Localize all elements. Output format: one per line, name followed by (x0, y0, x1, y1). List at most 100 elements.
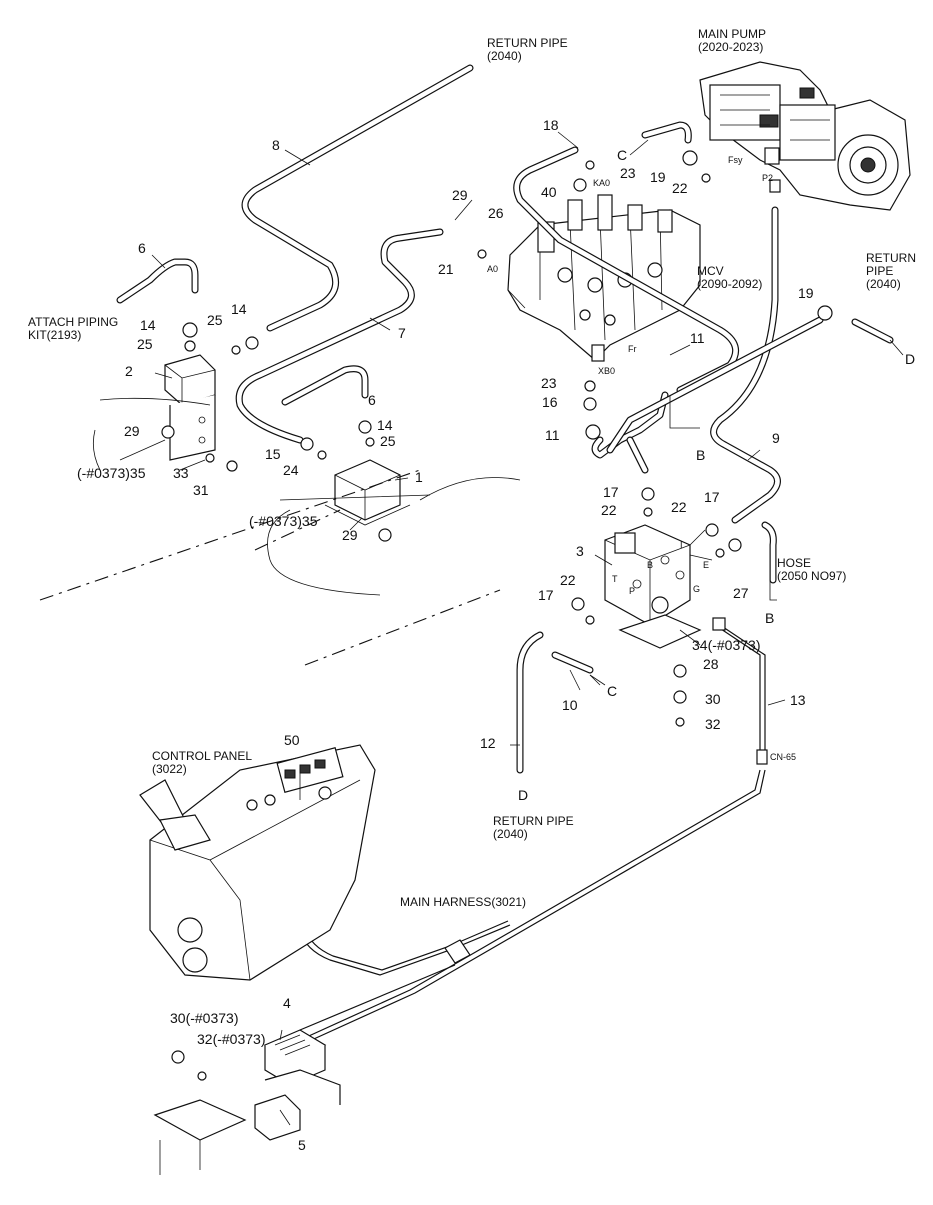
port-a0: A0 (487, 264, 498, 274)
callout-6a: 6 (138, 240, 146, 256)
port-ka0: KA0 (593, 178, 610, 188)
callout-numbers: 1 2 3 4 5 6 6 7 8 9 10 11 11 12 13 14 14… (77, 117, 814, 1153)
connector-d2: D (518, 787, 528, 803)
label-attach-piping-2: KIT(2193) (28, 328, 81, 342)
callout-21: 21 (438, 261, 454, 277)
label-mcv-1: MCV (697, 264, 724, 278)
callout-23b: 23 (541, 375, 557, 391)
label-return-pipe-right-3: (2040) (866, 277, 901, 291)
callout-14b: 14 (231, 301, 247, 317)
callout-35b: (-#0373)35 (249, 513, 318, 529)
callout-17a: 17 (603, 484, 619, 500)
callout-22a: 22 (672, 180, 688, 196)
callout-11a: 11 (545, 427, 560, 443)
label-control-panel-1: CONTROL PANEL (152, 749, 252, 763)
connector-b1: B (696, 447, 705, 463)
label-attach-piping-1: ATTACH PIPING (28, 315, 118, 329)
control-panel (139, 744, 376, 981)
callout-11b: 11 (690, 330, 705, 346)
label-mcv-2: (2090-2092) (697, 277, 762, 291)
callout-30: 30 (705, 691, 721, 707)
callout-17b: 17 (704, 489, 720, 505)
port-marks: KA0 A0 XB0 Fr Fsy P2 B T P E G I (487, 155, 773, 596)
callout-9: 9 (772, 430, 780, 446)
connector-letters: B B C C D D (518, 147, 915, 803)
callout-26: 26 (488, 205, 504, 221)
callout-22c: 22 (671, 499, 687, 515)
connector-c1: C (617, 147, 627, 163)
connector-d1: D (905, 351, 915, 367)
callout-16: 16 (542, 394, 558, 410)
main-pump (699, 61, 911, 211)
callout-7: 7 (398, 325, 406, 341)
callout-33: 33 (173, 465, 189, 481)
callout-29b: 29 (124, 423, 140, 439)
mcv-valve (507, 194, 701, 362)
port-e: E (703, 560, 709, 570)
callout-22d: 22 (560, 572, 576, 588)
label-control-panel-2: (3022) (152, 762, 187, 776)
label-return-pipe-right-1: RETURN (866, 251, 916, 265)
callout-5: 5 (298, 1137, 306, 1153)
callout-18: 18 (543, 117, 559, 133)
block-1 (324, 459, 411, 526)
port-fsy: Fsy (728, 155, 743, 165)
pedal-4 (263, 1029, 327, 1086)
connector-c2: C (607, 683, 617, 699)
callout-14c: 14 (377, 417, 393, 433)
callout-30b: 30(-#0373) (170, 1010, 239, 1026)
callout-22b: 22 (601, 502, 617, 518)
callout-23a: 23 (620, 165, 636, 181)
callout-3: 3 (576, 543, 584, 559)
label-hose-1: HOSE (777, 556, 811, 570)
pilot-valve-block (604, 524, 702, 649)
callout-32: 32 (705, 716, 721, 732)
callout-31: 31 (193, 482, 209, 498)
callout-19b: 19 (798, 285, 814, 301)
callout-17c: 17 (538, 587, 554, 603)
pedal-5 (153, 1069, 341, 1175)
callout-29c: 29 (342, 527, 358, 543)
port-b: B (647, 560, 653, 570)
callout-35a: (-#0373)35 (77, 465, 146, 481)
label-main-pump-1: MAIN PUMP (698, 27, 766, 41)
centerlines (39, 397, 521, 666)
callout-40: 40 (541, 184, 557, 200)
callout-27: 27 (733, 585, 749, 601)
port-p: P (629, 586, 635, 596)
callout-1: 1 (415, 469, 423, 485)
callout-6b: 6 (368, 392, 376, 408)
label-return-pipe-bottom-2: (2040) (493, 827, 528, 841)
callout-25c: 25 (380, 433, 396, 449)
leader-lines (119, 131, 786, 1126)
callout-8: 8 (272, 137, 280, 153)
callout-25b: 25 (207, 312, 223, 328)
callout-29a: 29 (452, 187, 468, 203)
port-p2: P2 (762, 173, 773, 183)
callout-4: 4 (283, 995, 291, 1011)
port-xb0: XB0 (598, 366, 615, 376)
label-return-pipe-top-2: (2040) (487, 49, 522, 63)
label-hose-2: (2050 NO97) (777, 569, 846, 583)
label-cn65: CN-65 (770, 752, 796, 762)
label-main-harness: MAIN HARNESS(3021) (400, 895, 526, 909)
connector-b2: B (765, 610, 774, 626)
callout-10: 10 (562, 697, 578, 713)
bracket-2 (164, 354, 216, 461)
port-g: G (693, 584, 700, 594)
label-main-pump-2: (2020-2023) (698, 40, 763, 54)
port-t: T (612, 574, 618, 584)
callout-15: 15 (265, 446, 281, 462)
callout-2: 2 (125, 363, 133, 379)
port-fr: Fr (628, 344, 637, 354)
label-return-pipe-bottom-1: RETURN PIPE (493, 814, 574, 828)
callout-14a: 14 (140, 317, 156, 333)
text-labels: RETURN PIPE (2040) MAIN PUMP (2020-2023)… (28, 27, 916, 909)
callout-28: 28 (703, 656, 719, 672)
callout-19a: 19 (650, 169, 666, 185)
callout-34: 34(-#0373) (692, 637, 761, 653)
label-return-pipe-top-1: RETURN PIPE (487, 36, 568, 50)
callout-25a: 25 (137, 336, 153, 352)
